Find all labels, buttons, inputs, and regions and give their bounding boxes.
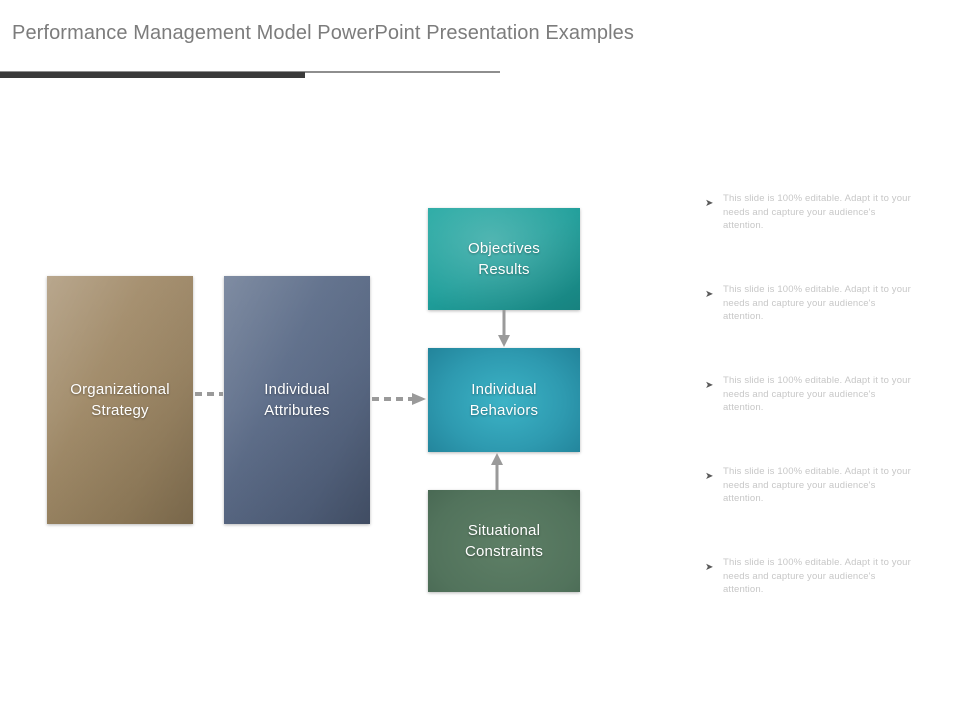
diagram-box-individual-behaviors[interactable]: Individual Behaviors [428,348,580,452]
diagram-box-label: Organizational Strategy [70,381,170,419]
list-item-text: This slide is 100% editable. Adapt it to… [723,284,911,322]
list-item-text: This slide is 100% editable. Adapt it to… [723,375,911,413]
page-title: Performance Management Model PowerPoint … [12,22,634,44]
arrow-up-icon [483,452,511,490]
arrow-bullet-icon: ➤ [705,289,714,300]
list-item-text: This slide is 100% editable. Adapt it to… [723,466,911,504]
diagram-box-label: Objectives Results [467,240,541,278]
diagram-box-situational-constraints[interactable]: Situational Constraints [428,490,580,592]
arrow-down-icon [490,310,518,348]
list-item-text: This slide is 100% editable. Adapt it to… [723,193,911,231]
diagram-box-label: Individual Behaviors [469,381,539,419]
arrow-bullet-icon: ➤ [705,380,714,391]
diagram-box-organizational-strategy[interactable]: Organizational Strategy [47,276,193,524]
list-item-text: This slide is 100% editable. Adapt it to… [723,557,911,595]
list-item: ➤ This slide is 100% editable. Adapt it … [703,465,918,556]
title-underline-thick [0,72,305,78]
diagram-box-objectives-results[interactable]: Objectives Results [428,208,580,310]
list-item: ➤ This slide is 100% editable. Adapt it … [703,374,918,465]
diagram-box-label: Individual Attributes [264,381,330,419]
list-item: ➤ This slide is 100% editable. Adapt it … [703,192,918,283]
list-item: ➤ This slide is 100% editable. Adapt it … [703,283,918,374]
list-item: ➤ This slide is 100% editable. Adapt it … [703,556,918,647]
diagram-box-individual-attributes[interactable]: Individual Attributes [224,276,370,524]
bullet-list: ➤ This slide is 100% editable. Adapt it … [703,192,918,647]
arrow-bullet-icon: ➤ [705,562,714,573]
dashed-arrow-right-icon [372,392,428,406]
arrow-bullet-icon: ➤ [705,198,714,209]
arrow-bullet-icon: ➤ [705,471,714,482]
diagram-box-label: Situational Constraints [464,522,544,560]
dashed-connector-icon [195,392,223,396]
